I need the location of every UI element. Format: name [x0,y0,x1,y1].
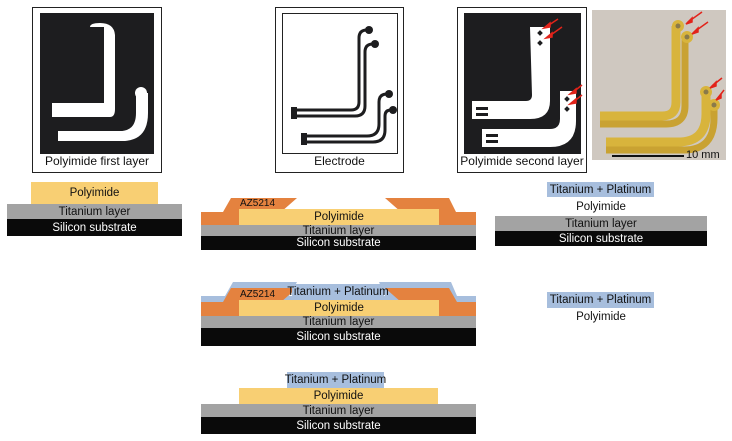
polyimide-first-layer-caption: Polyimide first layer [44,154,150,168]
titanium-layer: Titanium layer [201,404,476,417]
electrode-panel: Electrode [275,7,404,173]
titanium-platinum-layer: Titanium + Platinum [284,372,387,388]
titanium-layer: Titanium layer [7,204,182,219]
polyimide-first-layer-panel: Polyimide first layer [32,7,162,173]
polyimide-second-layer-panel: Polyimide second layer [457,7,587,173]
titanium-layer: Titanium layer [495,216,707,231]
polyimide-layer: Polyimide [239,300,439,316]
polyimide-layer: Polyimide [239,209,439,225]
electrode-photo-icon [600,11,725,157]
polyimide-first-layer-mask [40,13,154,154]
silicon-substrate: Silicon substrate [495,231,707,246]
device-photo: 10 mm [592,10,726,161]
polyimide-second-layer-pattern-icon [472,18,583,147]
titanium-layer: Titanium layer [201,225,476,237]
silicon-substrate: Silicon substrate [7,219,182,236]
polyimide-first-layer-pattern-icon [52,23,148,141]
polyimide-layer: Polyimide [31,182,158,204]
polyimide-layer: Polyimide [576,200,626,213]
az5214-label: AZ5214 [240,289,276,300]
silicon-substrate: Silicon substrate [201,328,476,346]
titanium-platinum-layer: Titanium + Platinum [547,182,654,197]
electrode-mask [282,13,398,154]
titanium-platinum-layer: Titanium + Platinum [287,284,389,299]
titanium-platinum-layer: Titanium + Platinum [547,292,654,308]
polyimide-layer: Polyimide [576,311,626,323]
az5214-label: AZ5214 [240,198,276,209]
silicon-substrate: Silicon substrate [201,236,476,250]
polyimide-second-layer-caption: Polyimide second layer [460,154,584,168]
polyimide-second-layer-mask [464,13,583,154]
polyimide-layer: Polyimide [239,388,438,404]
electrode-caption: Electrode [314,154,365,168]
electrode-pattern-icon [291,26,397,145]
silicon-substrate: Silicon substrate [201,417,476,434]
titanium-layer: Titanium layer [201,316,476,328]
scale-bar-label: 10 mm [686,149,720,161]
